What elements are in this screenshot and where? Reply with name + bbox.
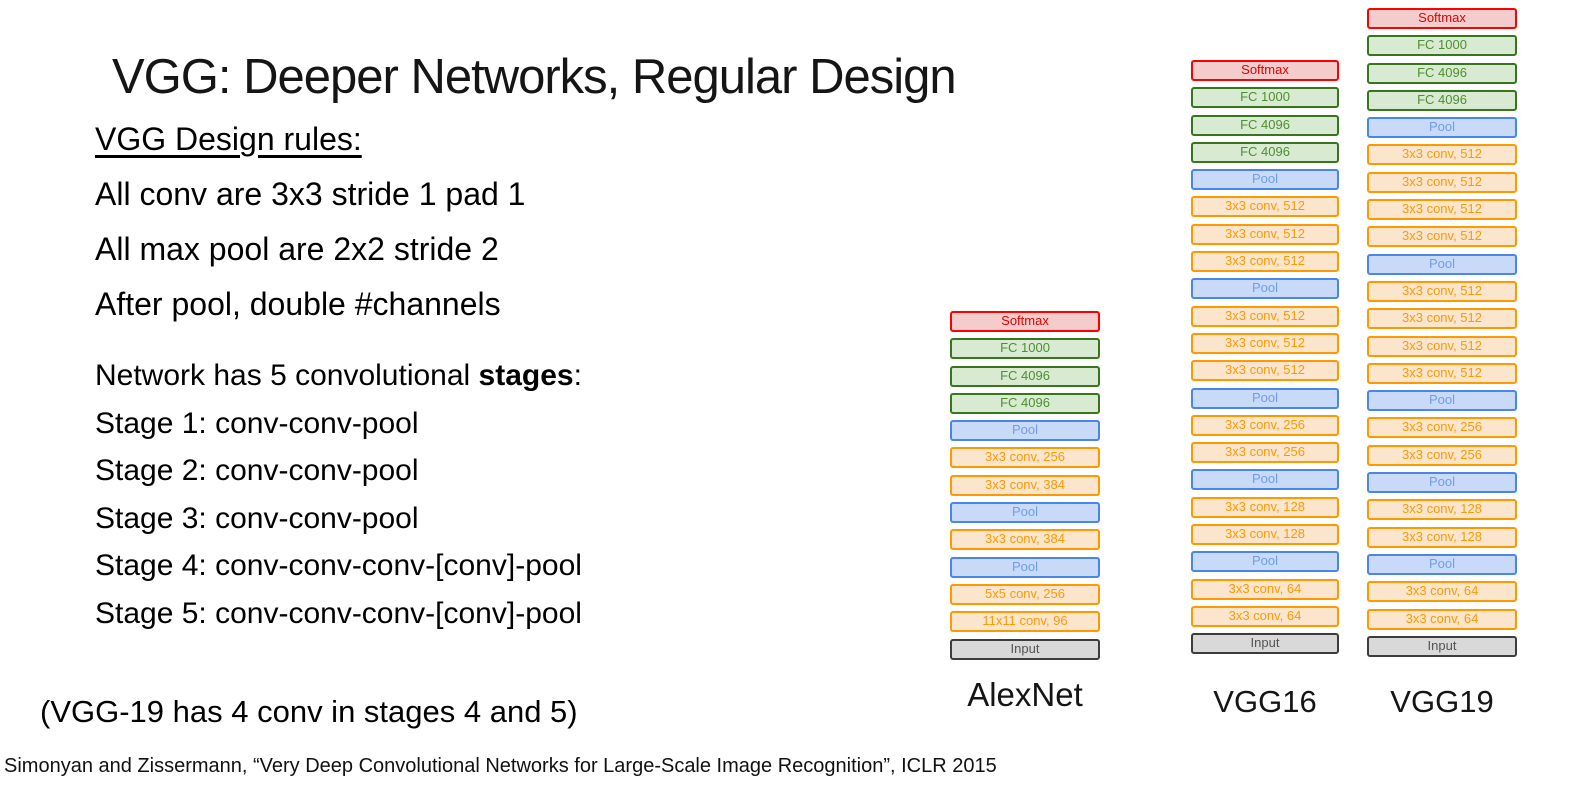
layer-box-pool: Pool: [1367, 553, 1517, 575]
design-rule-line: All conv are 3x3 stride 1 pad 1: [95, 176, 526, 212]
layer-box-conv: 3x3 conv, 384: [950, 474, 1100, 496]
layer-box-conv: 3x3 conv, 256: [1367, 417, 1517, 439]
layer-box-fc: FC 4096: [1367, 89, 1517, 111]
layer-box-conv: 3x3 conv, 64: [1367, 581, 1517, 603]
layer-box-conv: 3x3 conv, 512: [1367, 226, 1517, 248]
stage-line: Stage 2: conv-conv-pool: [95, 454, 419, 487]
layer-box-conv: 3x3 conv, 512: [1367, 280, 1517, 302]
layer-box-conv: 3x3 conv, 128: [1367, 499, 1517, 521]
layer-box-conv: 3x3 conv, 256: [1367, 444, 1517, 466]
design-rule-line: After pool, double #channels: [95, 286, 501, 322]
layer-box-conv: 3x3 conv, 512: [1367, 171, 1517, 193]
stage-line: Stage 1: conv-conv-pool: [95, 406, 419, 440]
layer-box-conv: 3x3 conv, 256: [1191, 442, 1339, 464]
layer-box-pool: Pool: [1191, 169, 1339, 191]
layer-box-fc: FC 4096: [1367, 62, 1517, 84]
layer-box-softmax: Softmax: [950, 311, 1100, 332]
layer-box-conv: 3x3 conv, 128: [1191, 524, 1339, 546]
layer-box-conv: 3x3 conv, 384: [950, 529, 1100, 551]
page-title: VGG: Deeper Networks, Regular Design: [112, 49, 957, 104]
stages-block: Network has 5 convolutional stages: Stag…: [95, 352, 582, 637]
stage-line: Stage 5: conv-conv-conv-[conv]-pool: [95, 596, 582, 630]
layer-box-conv: 3x3 conv, 512: [1191, 223, 1339, 245]
design-rules-block: VGG Design rules: All conv are 3x3 strid…: [95, 112, 525, 332]
stages-intro-bold: stages: [478, 359, 574, 392]
layer-box-fc: FC 4096: [950, 392, 1100, 414]
layer-box-pool: Pool: [1191, 278, 1339, 300]
stage-line: Stage 3: conv-conv-pool: [95, 501, 419, 535]
layer-box-pool: Pool: [950, 502, 1100, 524]
layer-box-pool: Pool: [1367, 472, 1517, 494]
stages-intro: Network has 5 convolutional stages:: [95, 352, 582, 400]
layer-box-conv: 3x3 conv, 512: [1367, 144, 1517, 166]
layer-box-fc: FC 1000: [950, 338, 1100, 360]
layer-box-input: Input: [1367, 635, 1517, 657]
citation: Simonyan and Zissermann, “Very Deep Conv…: [4, 755, 997, 777]
layer-box-fc: FC 1000: [1367, 35, 1517, 57]
layer-box-softmax: Softmax: [1191, 60, 1339, 81]
vgg19-note: (VGG-19 has 4 conv in stages 4 and 5): [40, 694, 578, 729]
layer-box-fc: FC 4096: [1191, 114, 1339, 136]
layer-box-fc: FC 1000: [1191, 87, 1339, 109]
vgg19-label: VGG19: [1390, 684, 1494, 719]
layer-box-conv: 11x11 conv, 96: [950, 611, 1100, 633]
layer-box-pool: Pool: [950, 420, 1100, 442]
layer-box-conv: 5x5 conv, 256: [950, 583, 1100, 605]
layer-box-conv: 3x3 conv, 512: [1367, 308, 1517, 330]
layer-box-conv: 3x3 conv, 128: [1367, 526, 1517, 548]
layer-box-pool: Pool: [1191, 469, 1339, 491]
layer-box-conv: 3x3 conv, 64: [1367, 608, 1517, 630]
layer-box-conv: 3x3 conv, 64: [1191, 578, 1339, 600]
layer-box-conv: 3x3 conv, 256: [1191, 414, 1339, 436]
layer-box-pool: Pool: [950, 556, 1100, 578]
layer-box-conv: 3x3 conv, 512: [1191, 305, 1339, 327]
layer-box-input: Input: [950, 638, 1100, 660]
layer-box-conv: 3x3 conv, 512: [1367, 199, 1517, 221]
layer-box-conv: 3x3 conv, 512: [1191, 196, 1339, 218]
layer-box-conv: 3x3 conv, 128: [1191, 496, 1339, 518]
layer-box-conv: 3x3 conv, 512: [1191, 360, 1339, 382]
alexnet-label: AlexNet: [967, 676, 1083, 713]
layer-box-fc: FC 4096: [1191, 141, 1339, 163]
layer-box-pool: Pool: [1191, 551, 1339, 573]
design-rules-heading: VGG Design rules:: [95, 121, 362, 157]
layer-box-fc: FC 4096: [950, 365, 1100, 387]
layer-box-pool: Pool: [1191, 387, 1339, 409]
layer-box-input: Input: [1191, 633, 1339, 655]
layer-box-pool: Pool: [1367, 253, 1517, 275]
layer-box-pool: Pool: [1367, 390, 1517, 412]
layer-box-conv: 3x3 conv, 256: [950, 447, 1100, 469]
vgg16-label: VGG16: [1213, 684, 1317, 719]
layer-box-conv: 3x3 conv, 512: [1367, 362, 1517, 384]
layer-box-conv: 3x3 conv, 512: [1191, 332, 1339, 354]
layer-box-pool: Pool: [1367, 117, 1517, 139]
stages-intro-prefix: Network has 5 convolutional: [95, 359, 479, 392]
layer-box-conv: 3x3 conv, 64: [1191, 605, 1339, 627]
layer-box-conv: 3x3 conv, 512: [1191, 251, 1339, 273]
layer-box-conv: 3x3 conv, 512: [1367, 335, 1517, 357]
design-rule-line: All max pool are 2x2 stride 2: [95, 231, 499, 267]
stage-line: Stage 4: conv-conv-conv-[conv]-pool: [95, 549, 582, 582]
layer-box-softmax: Softmax: [1367, 8, 1517, 29]
stages-intro-suffix: :: [573, 359, 582, 392]
